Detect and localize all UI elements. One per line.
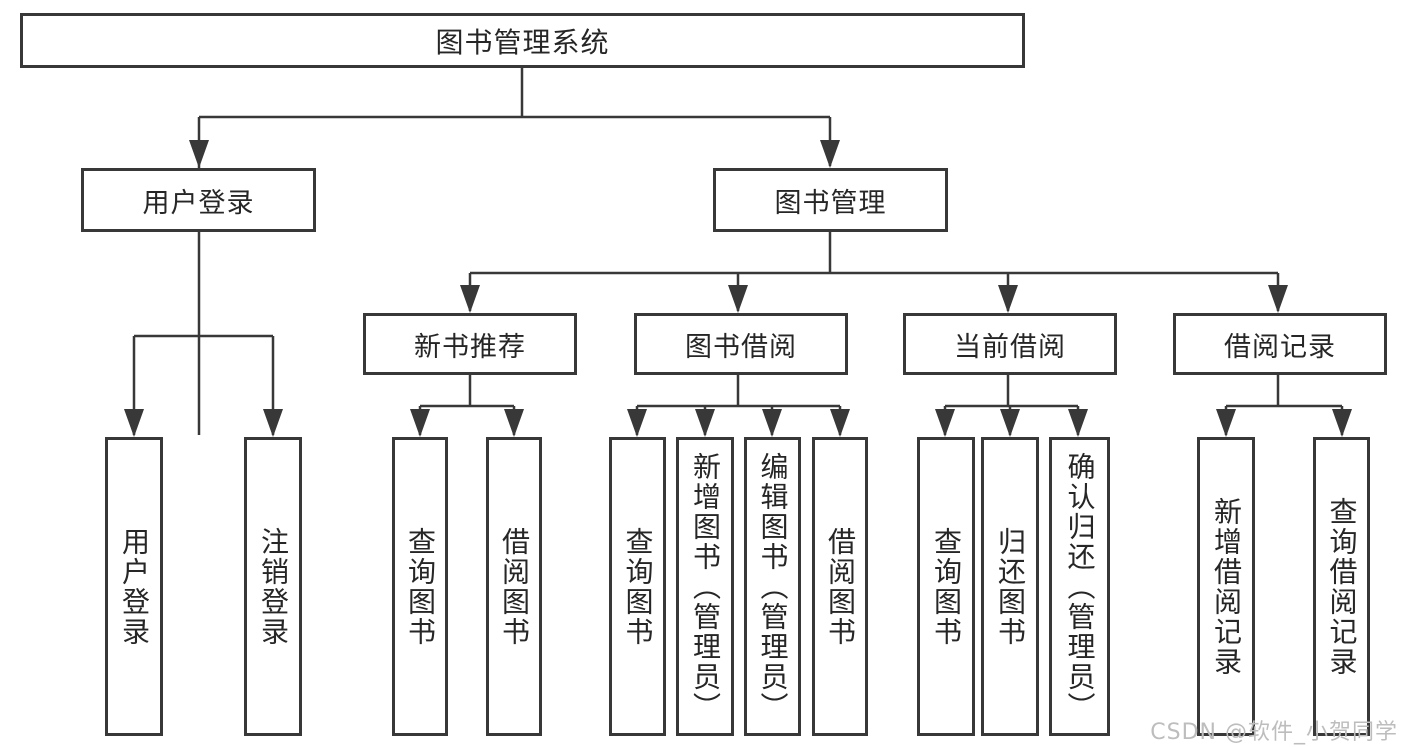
node-label: 图书借阅 bbox=[685, 331, 797, 363]
node-label: 图书管理系统 bbox=[435, 25, 610, 59]
node-label: 新书推荐 bbox=[414, 331, 526, 363]
node-label: 用户登录 bbox=[118, 526, 151, 647]
node-label: 新增借阅记录 bbox=[1210, 496, 1243, 677]
node-borrowing-records: 借阅记录 bbox=[1173, 313, 1387, 375]
node-new-book-recommendation: 新书推荐 bbox=[363, 313, 577, 375]
node-book-borrowing: 图书借阅 bbox=[634, 313, 848, 375]
leaf-add-books-admin: 新增图书（管理员） bbox=[676, 437, 734, 736]
leaf-add-borrow-record: 新增借阅记录 bbox=[1197, 437, 1255, 736]
node-label: 查询图书 bbox=[930, 526, 963, 647]
node-label: 借阅图书 bbox=[498, 526, 531, 647]
leaf-confirm-return-admin: 确认归还（管理员） bbox=[1049, 437, 1110, 736]
leaf-return-books: 归还图书 bbox=[981, 437, 1039, 736]
leaf-query-books-recommend: 查询图书 bbox=[392, 437, 448, 736]
node-label: 用户登录 bbox=[142, 187, 255, 219]
leaf-logout: 注销登录 bbox=[244, 437, 302, 736]
connector-path bbox=[132, 68, 1344, 435]
csdn-watermark: CSDN @软件_小贺同学 bbox=[1150, 720, 1398, 745]
leaf-query-books-current: 查询图书 bbox=[917, 437, 975, 736]
node-current-borrowing: 当前借阅 bbox=[903, 313, 1117, 375]
node-label: 归还图书 bbox=[994, 526, 1027, 647]
leaf-user-login: 用户登录 bbox=[105, 437, 163, 736]
node-label: 查询图书 bbox=[621, 526, 655, 647]
leaf-query-borrow-record: 查询借阅记录 bbox=[1313, 437, 1370, 736]
node-label: 确认归还（管理员） bbox=[1063, 451, 1097, 722]
node-label: 注销登录 bbox=[257, 526, 290, 647]
node-label: 借阅图书 bbox=[824, 526, 857, 647]
node-book-management: 图书管理 bbox=[713, 168, 948, 232]
node-label: 查询借阅记录 bbox=[1325, 496, 1359, 677]
leaf-borrow-books-recommend: 借阅图书 bbox=[486, 437, 542, 736]
leaf-edit-books-admin: 编辑图书（管理员） bbox=[744, 437, 801, 736]
node-user-login: 用户登录 bbox=[81, 168, 316, 232]
node-label: 图书管理 bbox=[774, 187, 887, 219]
node-label: 查询图书 bbox=[404, 526, 437, 647]
node-label: 编辑图书（管理员） bbox=[756, 451, 790, 722]
node-library-management-system: 图书管理系统 bbox=[20, 13, 1025, 68]
leaf-borrow-books: 借阅图书 bbox=[812, 437, 868, 736]
leaf-query-books-borrow: 查询图书 bbox=[609, 437, 666, 736]
node-label: 借阅记录 bbox=[1224, 331, 1336, 363]
node-label: 当前借阅 bbox=[954, 331, 1066, 363]
arrowheads bbox=[124, 140, 1352, 437]
node-label: 新增图书（管理员） bbox=[689, 451, 722, 722]
